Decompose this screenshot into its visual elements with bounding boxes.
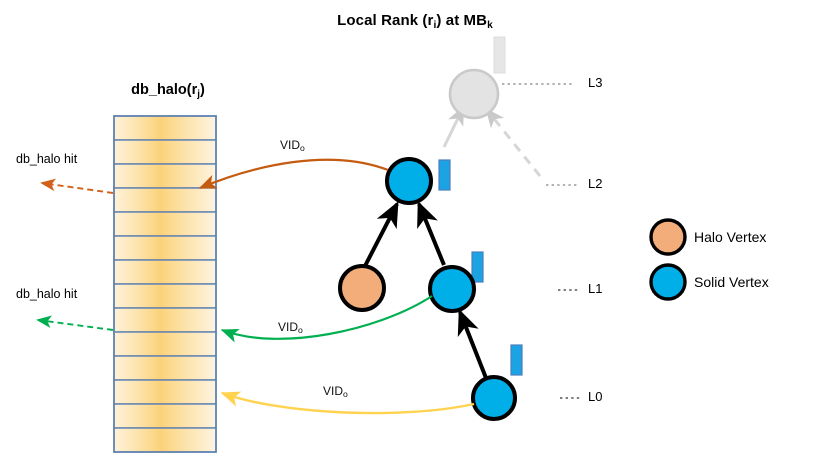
table-row — [113, 187, 217, 213]
db-halo-table-title: db_halo(rj) — [108, 82, 228, 100]
page-title: Local Rank (ri) at MBk — [0, 12, 830, 31]
edge-l1-to-l2 — [417, 201, 446, 266]
level-label-l0: L0 — [588, 389, 603, 404]
title-middle: ) at MB — [436, 12, 488, 29]
rank-tick-l0 — [510, 344, 523, 376]
level-label-l1: L1 — [588, 281, 603, 296]
level-label-l2: L2 — [588, 176, 603, 191]
vid-label-l2-sub: o — [300, 143, 305, 154]
vertex-l3-ghost — [448, 68, 500, 120]
table-row — [113, 235, 217, 261]
vid-curve-l0 — [220, 391, 475, 415]
vertex-l2-solid[interactable] — [385, 157, 433, 205]
ghost-subtree-l3 — [442, 36, 573, 177]
table-row — [113, 403, 217, 429]
title-prefix: Local Rank (r — [337, 12, 434, 29]
vid-label-l0: VIDo — [323, 384, 348, 399]
db-halo-table — [113, 115, 217, 453]
vid-label-l2: VIDo — [280, 138, 305, 153]
hit-arrow-2 — [36, 315, 114, 331]
table-row — [113, 427, 217, 453]
table-row — [113, 307, 217, 333]
db-halo-hit-label-1: db_halo hit — [16, 152, 78, 166]
edge-l0-to-l1 — [457, 309, 488, 379]
edge-halo-to-l2 — [363, 201, 399, 267]
title-sub-i: i — [433, 19, 437, 31]
vid-curve-l2 — [198, 158, 389, 190]
title-sub-k: k — [487, 19, 493, 31]
table-title-suffix: ) — [199, 82, 205, 98]
table-title-prefix: db_halo(r — [131, 82, 198, 98]
legend-label-halo: Halo Vertex — [694, 229, 767, 245]
vid-label-l2-text: VID — [280, 138, 301, 152]
rank-tick-ghost — [493, 36, 506, 74]
vid-label-l1-text: VID — [278, 320, 299, 334]
table-row — [113, 355, 217, 381]
vid-curve-l1 — [220, 295, 433, 343]
table-row — [113, 379, 217, 405]
vid-label-l0-sub: o — [343, 389, 348, 400]
vertex-l1-solid[interactable] — [428, 265, 476, 313]
vid-label-l0-text: VID — [323, 384, 344, 398]
vertex-l1-halo[interactable] — [338, 264, 386, 312]
rank-tick-l1 — [471, 251, 484, 283]
vertex-l0-solid[interactable] — [471, 375, 517, 421]
tree-edges — [363, 201, 488, 379]
rank-tick-l2 — [438, 159, 451, 191]
vid-label-l1-sub: o — [298, 325, 303, 336]
db-halo-hit-label-2: db_halo hit — [16, 287, 78, 301]
table-row — [113, 139, 217, 165]
legend-swatch-halo — [649, 218, 687, 256]
legend-label-solid: Solid Vertex — [694, 274, 769, 290]
legend-swatch-solid — [649, 263, 687, 301]
level-label-l3: L3 — [588, 75, 603, 90]
table-outline — [113, 115, 217, 453]
table-title-sub-j: j — [197, 88, 200, 100]
table-row — [113, 211, 217, 237]
table-row — [113, 259, 217, 285]
vid-label-l1: VIDo — [278, 320, 303, 335]
table-row — [113, 283, 217, 309]
table-row — [113, 115, 217, 141]
table-row — [113, 163, 217, 189]
hit-arrow-1 — [40, 178, 114, 194]
table-row — [113, 331, 217, 357]
